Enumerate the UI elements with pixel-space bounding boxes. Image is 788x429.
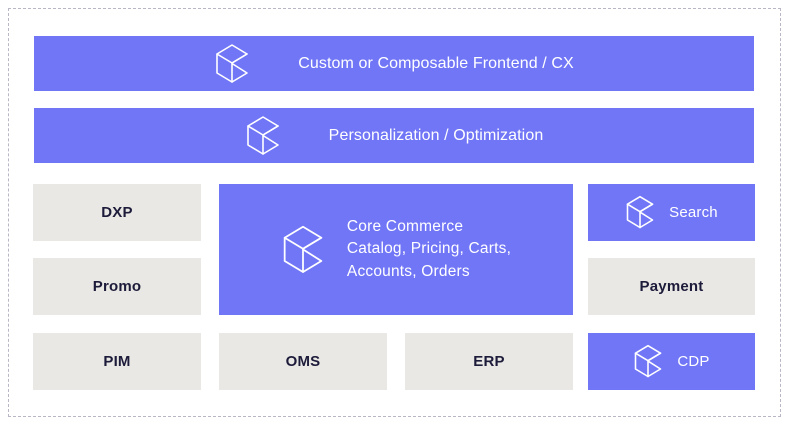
- block-search[interactable]: Search: [588, 184, 755, 241]
- block-label-payment: Payment: [639, 278, 704, 295]
- block-label-promo: Promo: [92, 278, 142, 295]
- block-personalization-optimization[interactable]: Personalization / Optimization: [34, 108, 754, 163]
- block-label-search: Search: [669, 204, 718, 221]
- composable-cube-icon: [635, 344, 662, 378]
- block-label-cdp: CDP: [677, 353, 710, 370]
- block-label-oms: OMS: [285, 353, 321, 370]
- block-promo[interactable]: Promo: [33, 258, 201, 315]
- block-core-commerce[interactable]: Core Commerce Catalog, Pricing, Carts, A…: [219, 184, 573, 315]
- composable-cube-icon: [216, 43, 249, 83]
- block-pim[interactable]: PIM: [33, 333, 201, 390]
- block-label-core-commerce: Core Commerce Catalog, Pricing, Carts, A…: [346, 217, 512, 280]
- block-oms[interactable]: OMS: [219, 333, 387, 390]
- block-label-erp: ERP: [473, 353, 505, 370]
- composable-cube-icon: [283, 225, 323, 273]
- block-cdp[interactable]: CDP: [588, 333, 755, 390]
- diagram-dashed-frame: [8, 8, 781, 417]
- composable-cube-icon: [626, 195, 654, 229]
- composable-cube-icon: [246, 115, 279, 155]
- block-label-personalization-optimization: Personalization / Optimization: [328, 126, 544, 144]
- block-dxp[interactable]: DXP: [33, 184, 201, 241]
- block-label-dxp: DXP: [101, 204, 133, 221]
- block-label-pim: PIM: [103, 353, 131, 370]
- block-erp[interactable]: ERP: [405, 333, 573, 390]
- block-label-frontend-cx: Custom or Composable Frontend / CX: [298, 54, 574, 72]
- block-frontend-cx[interactable]: Custom or Composable Frontend / CX: [34, 36, 754, 91]
- block-payment[interactable]: Payment: [588, 258, 755, 315]
